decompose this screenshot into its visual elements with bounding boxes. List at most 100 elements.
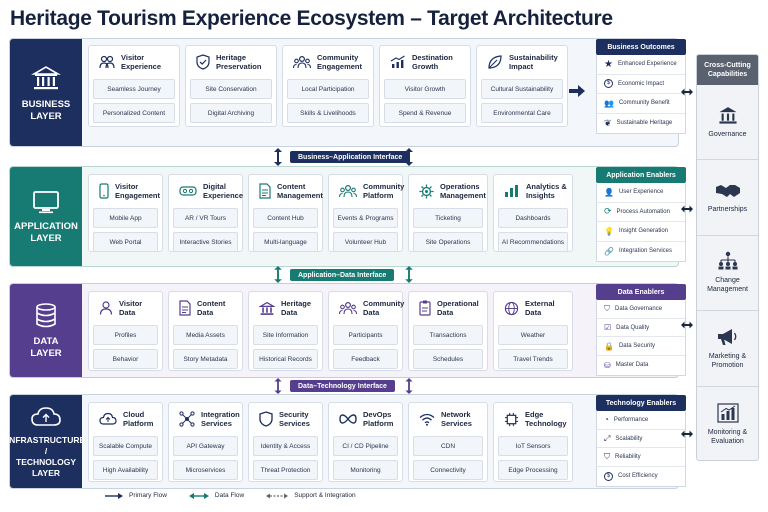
layer-name: APPLICATION LAYER (14, 220, 78, 244)
card-item: IoT Sensors (498, 436, 568, 456)
card-item: Scalable Compute (93, 436, 158, 456)
visitors-icon (99, 55, 115, 69)
technology-enablers: Technology Enablers ◔Performance ⤢Scalab… (596, 395, 686, 487)
double-arrow-icon (681, 88, 693, 96)
database-icon (36, 302, 56, 327)
cross-item-governance[interactable]: Governance (697, 85, 758, 161)
card-item: Content Hub (253, 208, 318, 228)
card-title: External Data (525, 299, 555, 317)
legend-primary-flow: Primary Flow (105, 492, 167, 499)
capability-card[interactable]: Security Services Identity & Access Thre… (248, 402, 323, 482)
data-technology-interface: Data–Technology Interface (290, 380, 395, 392)
card-title: Security Services (279, 410, 310, 428)
card-title: Heritage Preservation (216, 53, 262, 71)
data-capabilities: Visitor Data Profiles Behavior Content D… (88, 291, 573, 371)
capability-card[interactable]: DevOps Platform CI / CD Pipeline Monitor… (328, 402, 403, 482)
card-item: Environmental Care (481, 103, 563, 123)
cross-item-change-management[interactable]: Change Management (697, 236, 758, 312)
card-item: Volunteer Hub (333, 232, 398, 252)
cross-item-partnerships[interactable]: Partnerships (697, 160, 758, 236)
card-title: Digital Experience (203, 182, 244, 200)
side-item: ⛉Data Governance (597, 300, 685, 319)
card-title: Sustainability Impact (509, 53, 558, 71)
card-item: Weather (498, 325, 568, 345)
capability-card[interactable]: External Data Weather Travel Trends (493, 291, 573, 371)
capability-card[interactable]: Heritage Preservation Site Conservation … (185, 45, 277, 127)
bar-chart-icon (716, 403, 739, 423)
capability-card[interactable]: Operations Management Ticketing Site Ope… (408, 174, 488, 252)
capability-card[interactable]: Community Data Participants Feedback (328, 291, 404, 371)
side-item: 👤User Experience (597, 183, 685, 203)
capability-card[interactable]: Community Platform Events & Programs Vol… (328, 174, 404, 252)
infrastructure-capabilities: Cloud Platform Scalable Compute High Ava… (88, 402, 573, 482)
card-item: Site Information (253, 325, 318, 345)
shield-icon: ⛉ (604, 303, 610, 313)
card-item: AI Recommendations (498, 232, 568, 252)
infinity-icon (339, 414, 357, 424)
clipboard-icon (419, 300, 431, 316)
capability-card[interactable]: Cloud Platform Scalable Compute High Ava… (88, 402, 163, 482)
cloud-icon (31, 406, 61, 426)
capability-card[interactable]: Integration Services API Gateway Microse… (168, 402, 243, 482)
card-title: DevOps Platform (363, 410, 394, 428)
cross-item-marketing[interactable]: Marketing & Promotion (697, 311, 758, 387)
capability-card[interactable]: Operational Data Transactions Schedules (408, 291, 488, 371)
capability-card[interactable]: Content Management Content Hub Multi-lan… (248, 174, 323, 252)
speedometer-icon: ◔ (604, 415, 609, 425)
card-item: Transactions (413, 325, 483, 345)
card-item: Connectivity (413, 460, 483, 480)
mobile-icon (99, 183, 109, 199)
capability-card[interactable]: Heritage Data Site Information Historica… (248, 291, 323, 371)
capability-card[interactable]: Content Data Media Assets Story Metadata (168, 291, 243, 371)
data-layer-header: DATA LAYER (10, 284, 82, 377)
capability-card[interactable]: Edge Technology IoT Sensors Edge Process… (493, 402, 573, 482)
card-item: Interactive Stories (173, 232, 238, 252)
capability-card[interactable]: Sustainability Impact Cultural Sustainab… (476, 45, 568, 127)
leaf-icon: ❦ (604, 117, 612, 128)
card-title: Operations Management (440, 182, 486, 200)
card-item: Profiles (93, 325, 158, 345)
card-item: CI / CD Pipeline (333, 436, 398, 456)
capability-card[interactable]: Visitor Experience Seamless Journey Pers… (88, 45, 180, 127)
card-title: Visitor Experience (121, 53, 162, 71)
document-icon (179, 300, 191, 316)
museum-icon (718, 107, 737, 124)
capability-card[interactable]: Digital Experience AR / VR Tours Interac… (168, 174, 243, 252)
double-arrow-icon (681, 205, 693, 213)
double-arrow-icon (681, 321, 693, 329)
side-item: 🔒Data Security (597, 337, 685, 357)
card-item: Historical Records (253, 349, 318, 369)
card-item: Schedules (413, 349, 483, 369)
card-title: Cloud Platform (123, 410, 154, 428)
lightbulb-icon: 💡 (604, 226, 614, 236)
side-item: $Cost Efficiency (597, 467, 685, 486)
coin-icon: $ (604, 79, 613, 89)
capability-card[interactable]: Destination Growth Visitor Growth Spend … (379, 45, 471, 127)
capability-card[interactable]: Visitor Engagement Mobile App Web Portal (88, 174, 163, 252)
network-icon (179, 411, 195, 427)
data-layer: DATA LAYER Visitor Data Profiles Behavio… (9, 283, 686, 378)
card-item: Edge Processing (498, 460, 568, 480)
data-enablers: Data Enablers ⛉Data Governance ☑Data Qua… (596, 284, 686, 376)
capability-card[interactable]: Network Services CDN Connectivity (408, 402, 488, 482)
document-icon (259, 183, 271, 199)
side-item: ⛉Reliability (597, 448, 685, 468)
card-item: Skills & Livelihoods (287, 103, 369, 123)
bar-chart-icon (505, 185, 518, 197)
capability-card[interactable]: Analytics & Insights Dashboards AI Recom… (493, 174, 573, 252)
vr-headset-icon (179, 186, 197, 196)
monitor-icon (33, 190, 59, 213)
business-layer-header: BUSINESS LAYER (10, 39, 82, 146)
cross-item-monitoring[interactable]: Monitoring & Evaluation (697, 387, 758, 462)
card-item: Ticketing (413, 208, 483, 228)
card-item: Dashboards (498, 208, 568, 228)
capability-card[interactable]: Community Engagement Local Participation… (282, 45, 374, 127)
capability-card[interactable]: Visitor Data Profiles Behavior (88, 291, 163, 371)
card-item: Seamless Journey (93, 79, 175, 99)
side-title: Technology Enablers (596, 395, 686, 411)
side-title: Data Enablers (596, 284, 686, 300)
double-arrow-icon (274, 378, 282, 394)
community-icon (339, 184, 357, 198)
page-title: Heritage Tourism Experience Ecosystem – … (10, 7, 613, 30)
arrow-right-icon (105, 492, 123, 499)
